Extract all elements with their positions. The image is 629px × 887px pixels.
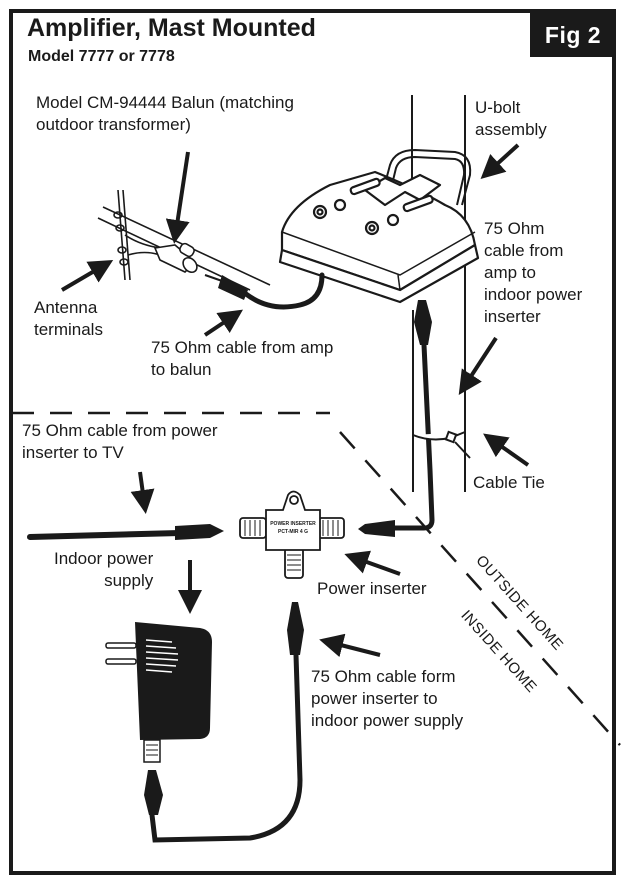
- cable-inserter-to-tv: [27, 524, 224, 540]
- inserter-label-line2: PCT-MIR 4 G: [278, 529, 308, 535]
- label-cable-amp-to-balun: 75 Ohm cable from amp to balun: [151, 338, 334, 379]
- arrow-ubolt: [480, 143, 520, 180]
- figure-number-badge: Fig 2: [530, 13, 616, 57]
- label-cable-inserter-to-tv: 75 Ohm cable from power inserter to TV: [22, 421, 218, 462]
- pointer-arrows: [60, 143, 530, 658]
- label-u-bolt: U-bolt assembly: [475, 98, 547, 139]
- figure-subtitle: Model 7777 or 7778: [28, 48, 175, 65]
- u-bolt: [381, 148, 472, 206]
- cable-tie: [412, 430, 471, 459]
- label-balun: Model CM-94444 Balun (matching outdoor t…: [36, 93, 294, 134]
- cable-inserter-to-supply: [144, 602, 304, 843]
- power-supply: [105, 622, 212, 763]
- arrow-cable-inserter-supply: [319, 633, 381, 658]
- arrow-balun: [165, 151, 190, 244]
- label-power-inserter: Power inserter: [317, 579, 427, 598]
- arrow-inserter-tv: [130, 471, 155, 514]
- arrow-power-inserter: [344, 550, 401, 576]
- cable-amp-to-balun: [204, 272, 325, 310]
- arrow-cable-tie: [483, 433, 530, 467]
- cable-amp-to-inserter: [358, 300, 435, 537]
- arrow-antenna-terminals: [60, 259, 114, 292]
- label-cable-tie: Cable Tie: [473, 473, 545, 492]
- antenna-element: [97, 189, 271, 291]
- amplifier-housing: [278, 170, 480, 304]
- mast-pole: [411, 95, 466, 492]
- balun: [153, 242, 198, 274]
- inserter-label-line1: POWER INSERTER: [270, 521, 316, 527]
- figure-title: Amplifier, Mast Mounted: [27, 14, 316, 42]
- arrow-cable-amp-balun: [203, 309, 243, 337]
- figure-frame: [9, 9, 616, 875]
- power-inserter: [239, 490, 345, 579]
- home-boundary-line: [12, 411, 621, 746]
- label-indoor-power-supply: Indoor power supply: [54, 549, 154, 590]
- label-antenna-terminals: Antenna terminals: [34, 298, 103, 339]
- arrow-cable-amp-inserter: [458, 336, 498, 396]
- label-cable-amp-to-inserter: 75 Ohm cable from amp to indoor power in…: [484, 219, 583, 326]
- label-cable-inserter-to-supply: 75 Ohm cable form power inserter to indo…: [311, 667, 464, 730]
